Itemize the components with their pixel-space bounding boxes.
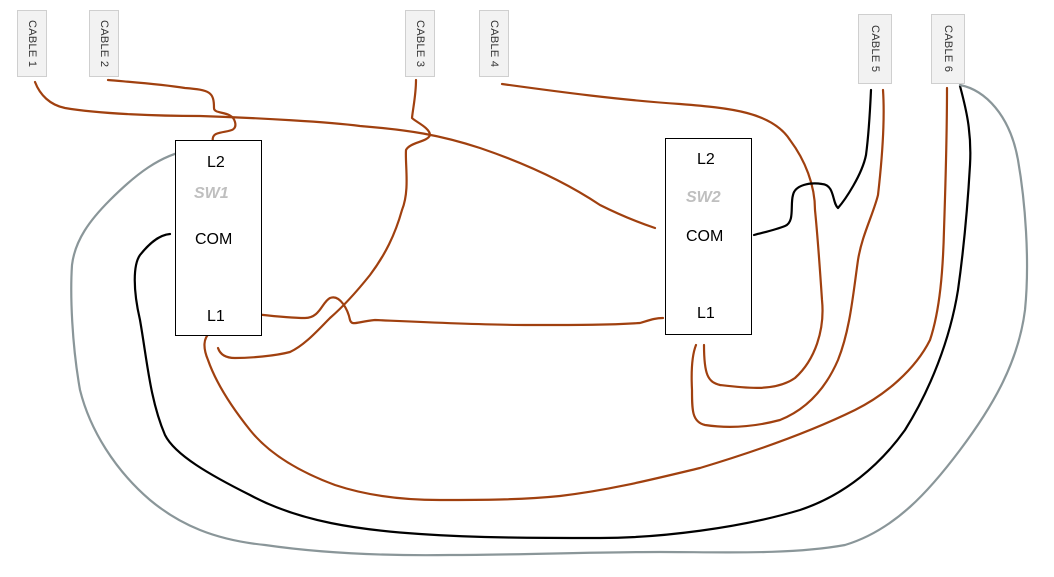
sw1-name: SW1 <box>194 185 229 202</box>
wire-cable6-brown-to-sw1-l1 <box>203 86 949 502</box>
wire-sw1-l1-to-sw2-l1 <box>243 296 665 327</box>
wire-cable2-to-sw1-l2 <box>106 78 237 148</box>
wire-cable3-to-sw1-l1 <box>216 78 432 360</box>
cable-4-label-box: CABLE 4 <box>479 10 509 77</box>
cable-6-label: CABLE 6 <box>942 25 954 73</box>
cable-2-label-box: CABLE 2 <box>89 10 119 77</box>
sw2-name: SW2 <box>686 189 721 206</box>
sw1-l1-terminal: L1 <box>207 308 225 325</box>
switch-1-box <box>175 140 262 336</box>
cable-1-label-box: CABLE 1 <box>17 10 47 77</box>
sw2-l2-terminal: L2 <box>697 151 715 168</box>
sw1-com-terminal: COM <box>195 231 233 248</box>
wire-cable4-to-sw2-l1 <box>500 82 824 390</box>
sw1-l2-terminal: L2 <box>207 154 225 171</box>
cable-3-label-box: CABLE 3 <box>405 10 435 77</box>
cable-4-label: CABLE 4 <box>488 19 500 68</box>
switch-2-box <box>665 138 752 335</box>
wire-cable5-brown-to-sw2-l1 <box>690 88 885 428</box>
cable-2-label: CABLE 2 <box>98 19 110 68</box>
wire-cable6-grey-to-sw1-l2 <box>70 83 1029 557</box>
cable-6-label-box: CABLE 6 <box>931 14 965 84</box>
cable-5-label-box: CABLE 5 <box>858 14 892 84</box>
wire-cable1-to-sw2-l2 <box>33 80 657 230</box>
wire-cable5-black-to-sw2-com <box>752 88 873 237</box>
cable-5-label: CABLE 5 <box>869 25 881 73</box>
sw2-l1-terminal: L1 <box>697 305 715 322</box>
cable-3-label: CABLE 3 <box>414 19 426 68</box>
sw2-com-terminal: COM <box>686 228 724 245</box>
cable-1-label: CABLE 1 <box>26 19 38 68</box>
wire-cable6-black-to-sw1-com <box>133 84 972 540</box>
